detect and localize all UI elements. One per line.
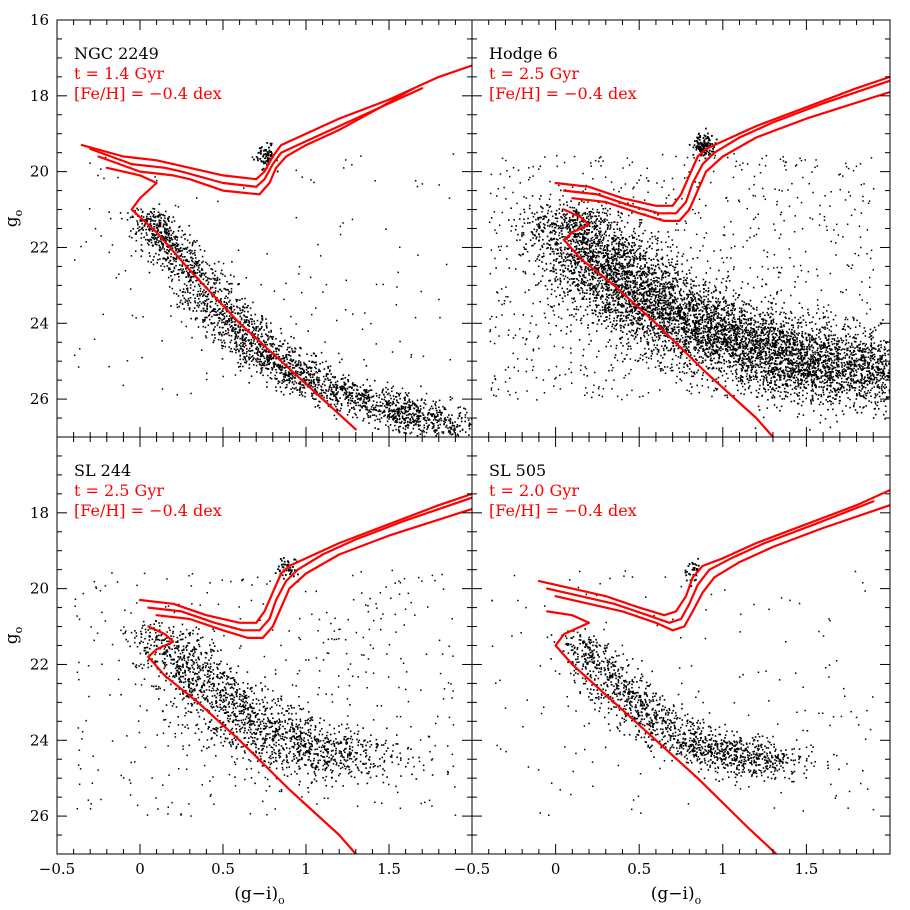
x-tick-label: 0.5: [627, 860, 651, 878]
age-label: t = 2.5 Gyr: [74, 481, 164, 500]
y-tick-label: 16: [30, 11, 49, 29]
x-tick-label: 0: [135, 860, 145, 878]
y-tick-label: 22: [30, 655, 49, 673]
x-tick-label: 1: [301, 860, 311, 878]
isochrone-3: [97, 87, 415, 196]
x-tick-label: 1.5: [794, 860, 818, 878]
star-points: [73, 142, 472, 437]
age-label: t = 2.0 Gyr: [489, 481, 579, 500]
isochrone-2: [546, 500, 875, 624]
isochrone-4: [105, 166, 357, 431]
metallicity-label: [Fe/H] = −0.4 dex: [489, 501, 637, 520]
star-points: [74, 557, 457, 817]
x-tick-label: −0.5: [39, 860, 75, 878]
isochrone-1: [138, 492, 472, 624]
y-tick-label: 26: [30, 390, 49, 408]
plot-area: [489, 75, 890, 437]
panel-2: Hodge 6t = 2.5 Gyr[Fe/H] = −0.4 dex: [471, 19, 891, 438]
isochrone-3: [571, 90, 890, 222]
tick-marks: [56, 436, 473, 855]
cluster-name: Hodge 6: [489, 44, 558, 63]
y-tick-label: 18: [30, 504, 49, 522]
isochrone-3: [554, 504, 890, 632]
y-tick-label: 24: [30, 731, 49, 749]
isochrone-2: [147, 496, 472, 632]
isochrone-2: [562, 79, 890, 215]
y-axis-label: go: [2, 209, 25, 227]
y-tick-label: 18: [30, 87, 49, 105]
isochrone-4: [562, 208, 775, 437]
tick-marks: [471, 19, 891, 438]
plot-area: [74, 492, 472, 854]
metallicity-label: [Fe/H] = −0.4 dex: [74, 501, 222, 520]
x-tick-label: 1.5: [377, 860, 401, 878]
isochrone-4: [546, 610, 778, 854]
metallicity-label: [Fe/H] = −0.4 dex: [489, 84, 637, 103]
x-tick-label: −0.5: [454, 860, 490, 878]
isochrone-4: [147, 625, 357, 854]
x-axis-label: (g−i)o: [651, 884, 702, 907]
y-tick-label: 22: [30, 238, 49, 256]
x-tick-label: 0.5: [211, 860, 235, 878]
y-axis-label: go: [2, 626, 25, 644]
y-tick-label: 20: [30, 163, 49, 181]
isochrone-2: [89, 87, 424, 188]
age-label: t = 2.5 Gyr: [489, 64, 579, 83]
isochrone-1: [537, 489, 890, 617]
isochrone-1: [80, 64, 472, 181]
cluster-name: SL 505: [489, 461, 546, 480]
y-tick-label: 24: [30, 314, 49, 332]
isochrone-3: [155, 507, 472, 639]
metallicity-label: [Fe/H] = −0.4 dex: [74, 84, 222, 103]
y-tick-label: 26: [30, 807, 49, 825]
plot-area: [73, 64, 472, 437]
tick-marks: [56, 19, 473, 438]
x-tick-label: 0: [551, 860, 561, 878]
isochrone-1: [554, 75, 890, 207]
tick-marks: [471, 436, 891, 855]
star-points: [489, 127, 890, 431]
cluster-name: NGC 2249: [74, 44, 159, 63]
cluster-name: SL 244: [74, 461, 131, 480]
age-label: t = 1.4 Gyr: [74, 64, 164, 83]
y-tick-label: 20: [30, 580, 49, 598]
x-axis-label: (g−i)o: [234, 884, 285, 907]
x-tick-label: 1: [718, 860, 728, 878]
plot-area: [491, 489, 890, 854]
star-points: [491, 557, 875, 816]
